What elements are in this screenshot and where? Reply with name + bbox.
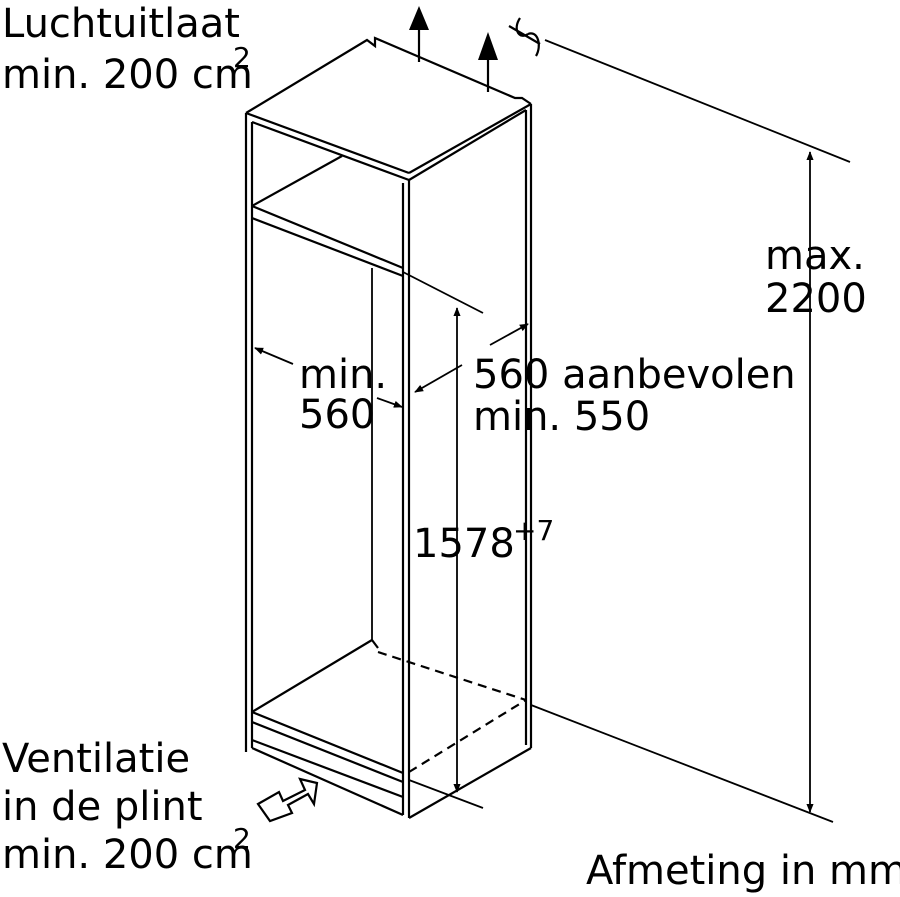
width-value: 560 — [299, 392, 375, 438]
width-dimension — [254, 347, 403, 408]
max-height-dimension — [530, 39, 851, 823]
width-label: min. — [299, 352, 387, 398]
niche-height-tolerance: +7 — [513, 514, 554, 547]
cabinet-outline — [244, 36, 533, 819]
air-outlet-unit-superscript: 2 — [233, 41, 251, 74]
up-arrow-icon — [409, 6, 429, 62]
up-arrow-icon — [478, 32, 498, 92]
ventilation-area: min. 200 cm — [2, 832, 253, 878]
ventilation-unit-superscript: 2 — [233, 822, 251, 855]
ventilation-title: Ventilatie — [2, 736, 190, 782]
air-outlet-title: Luchtuitlaat — [2, 1, 240, 47]
depth-recommended-label: 560 aanbevolen — [473, 352, 796, 398]
max-height-label: max. — [765, 233, 865, 279]
air-outlet-area: min. 200 cm — [2, 52, 253, 98]
depth-minimum-label: min. 550 — [473, 394, 650, 440]
max-height-value: 2200 — [765, 276, 867, 322]
fan-symbol-icon — [508, 17, 541, 57]
niche-height-value: 1578 — [413, 521, 515, 567]
units-note: Afmeting in mm — [586, 848, 900, 894]
ventilation-location: in de plint — [2, 784, 203, 830]
airflow-arrow-icon — [256, 777, 319, 823]
niche-height-dimension — [408, 307, 484, 809]
